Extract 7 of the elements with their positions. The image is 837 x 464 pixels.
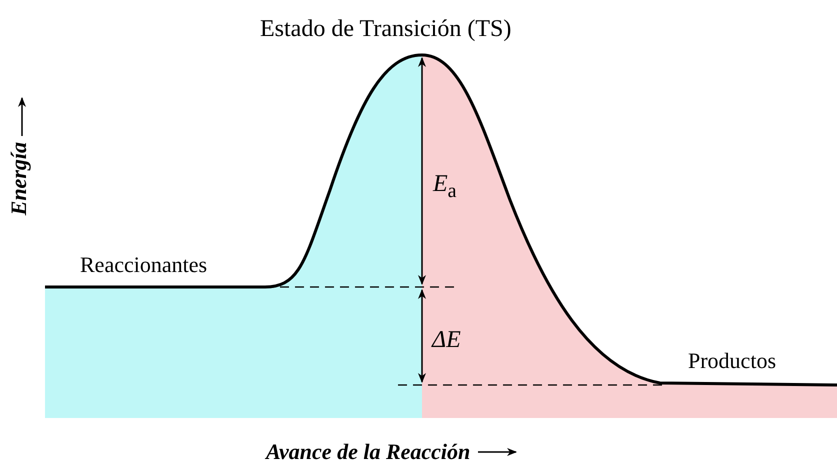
energy-label: E$_{a}$ (433, 172, 457, 201)
energy-label: ΔE (432, 328, 461, 352)
state-label: Reaccionantes (80, 254, 208, 276)
diagram-title: Estado de Transición (TS) (260, 17, 512, 41)
axis-label: Avance de la Reacción (266, 441, 470, 463)
state-label: Productos (688, 350, 776, 372)
axis-label: Energía (8, 142, 30, 216)
